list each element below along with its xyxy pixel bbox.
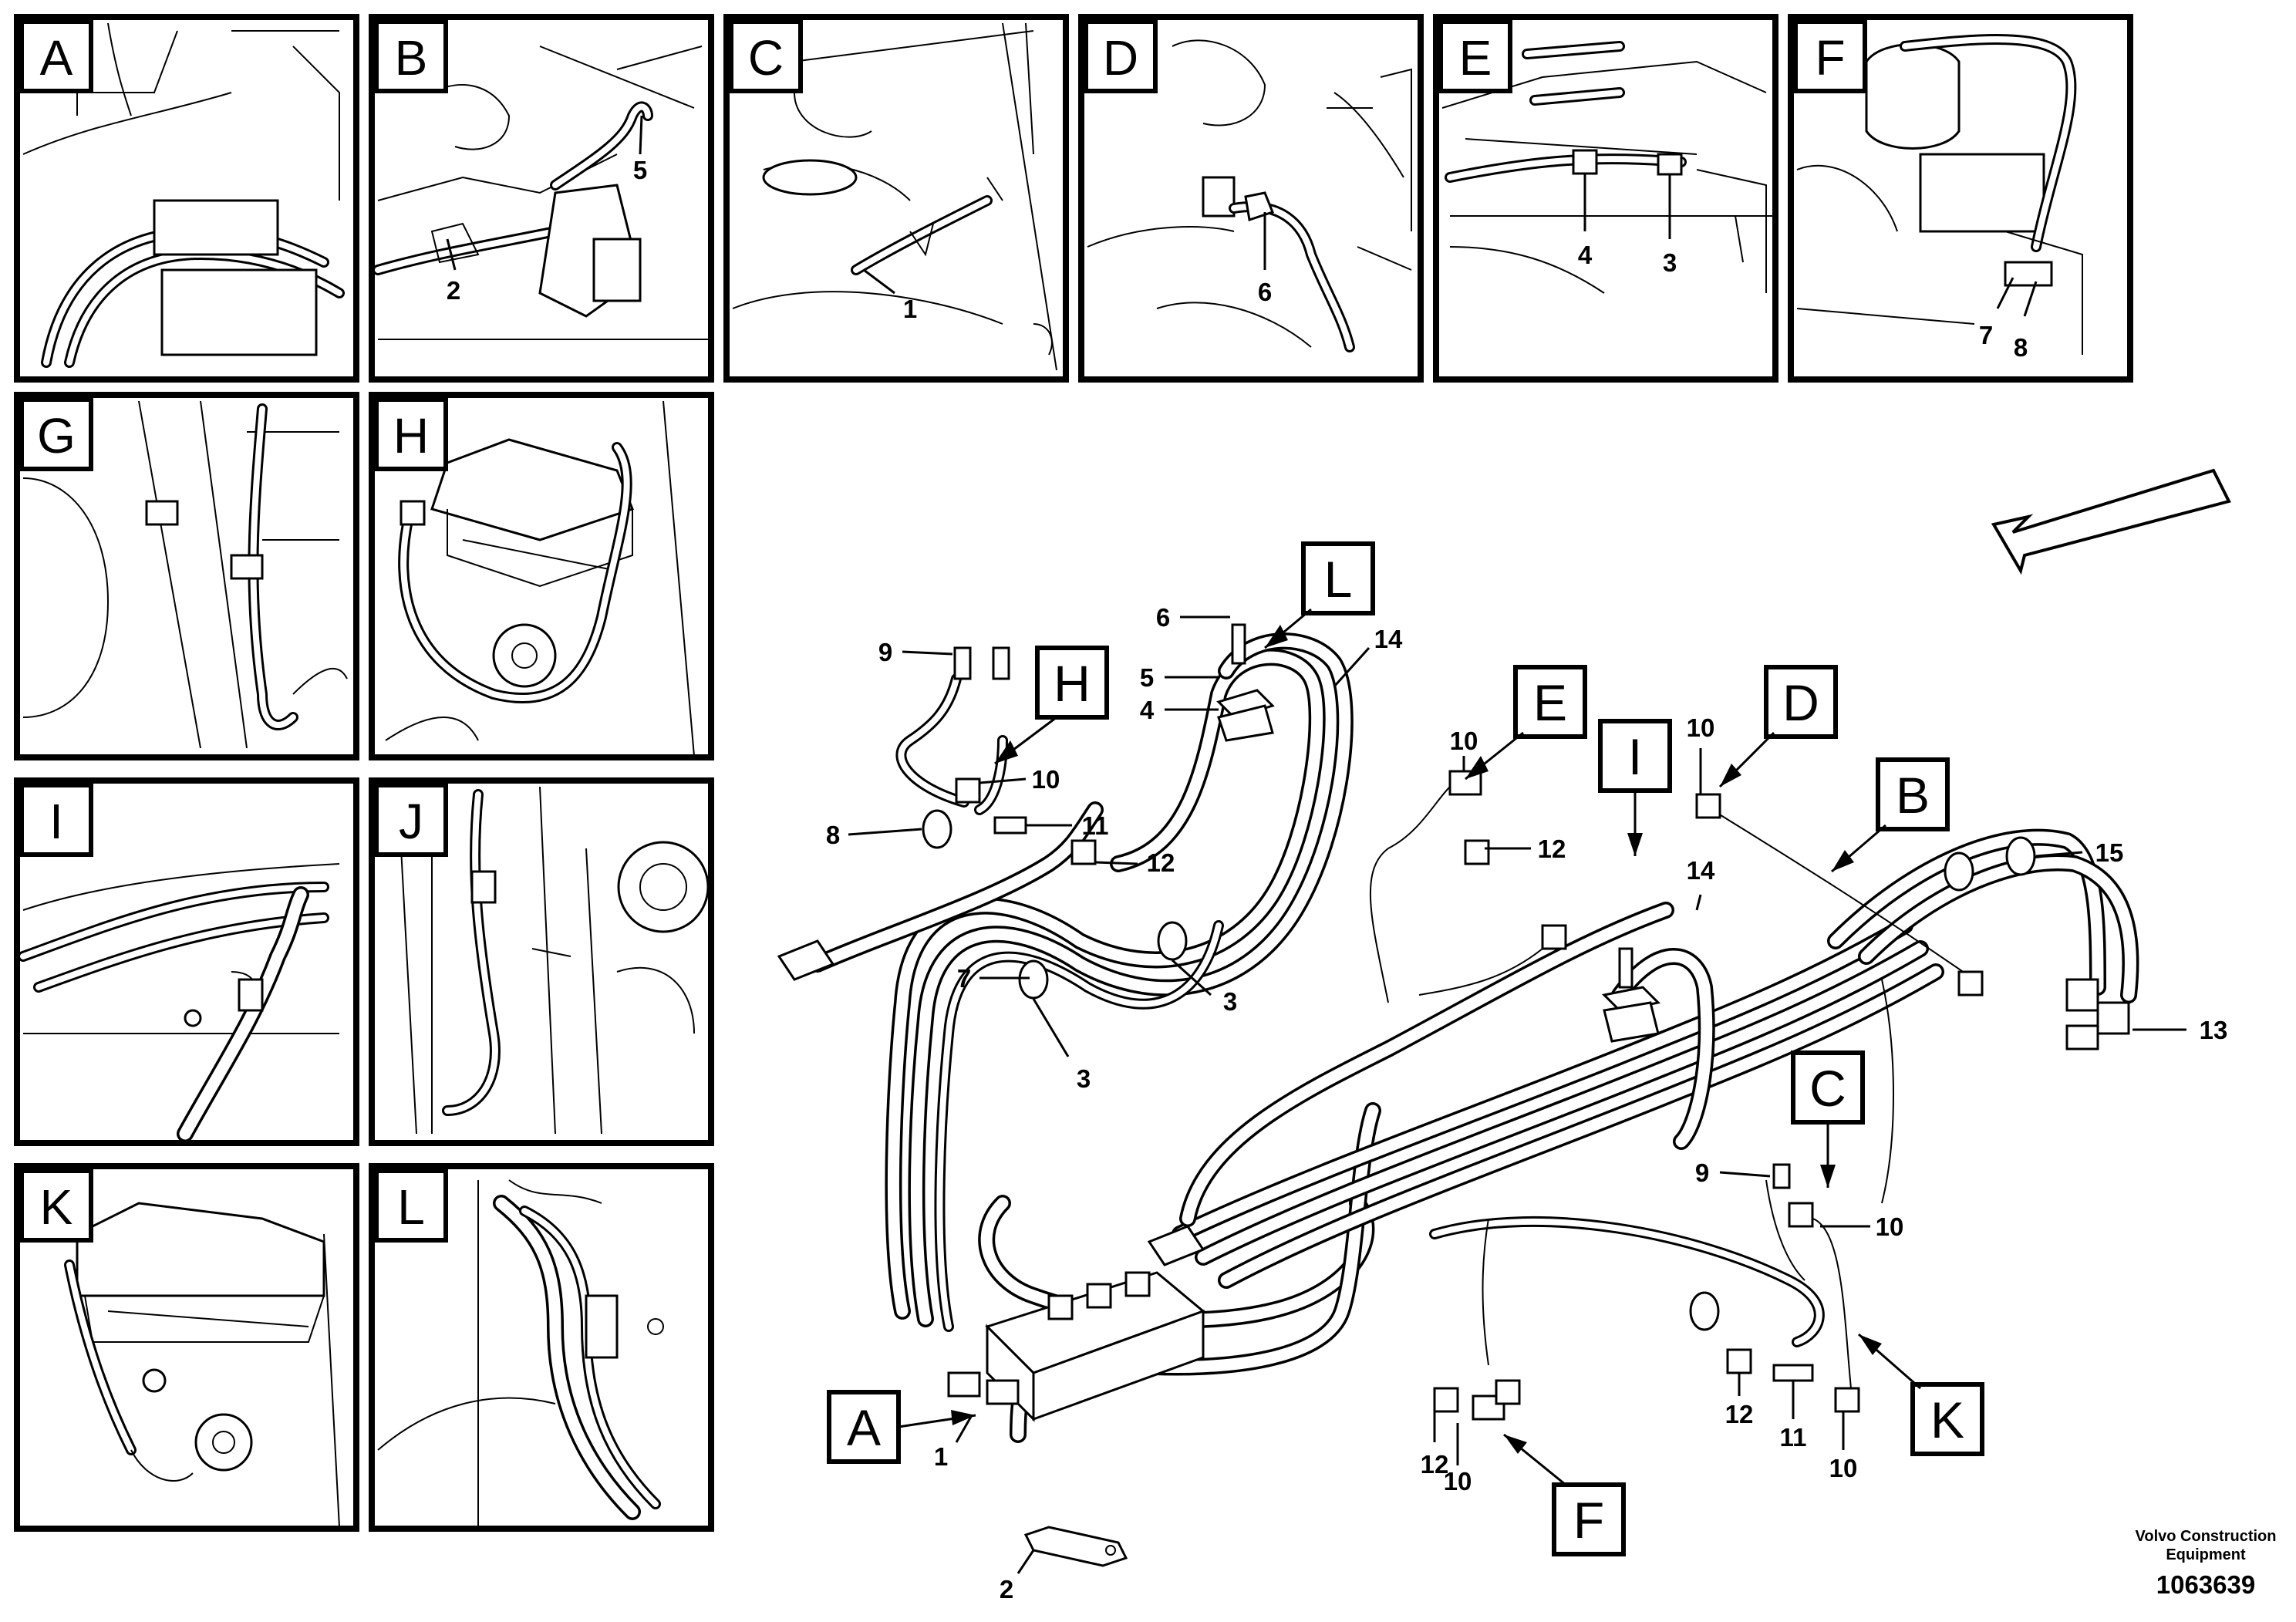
ref-letter: H <box>1054 655 1091 712</box>
part-number: 12 <box>1725 1400 1754 1428</box>
panel-letter: H <box>393 408 429 464</box>
direction-arrow-icon <box>1991 468 2231 575</box>
ref-letter: D <box>1782 674 1819 731</box>
panel-letter: G <box>37 408 76 464</box>
callout-number: 5 <box>633 156 647 184</box>
panel-letter: C <box>748 30 784 86</box>
panel-letter: B <box>395 30 428 86</box>
ref-letter: K <box>1930 1391 1964 1448</box>
ref-letter: B <box>1896 767 1930 824</box>
ref-letter: E <box>1533 674 1567 731</box>
part-number: 3 <box>1077 1064 1091 1093</box>
detail-panel-c: C 1 <box>723 14 1069 383</box>
ref-letter: L <box>1324 551 1353 608</box>
part-number: 15 <box>2095 838 2124 867</box>
part-callouts: 1 2 3 3 4 5 6 7 8 9 9 10 10 10 <box>826 603 2228 1603</box>
part-number: 13 <box>2200 1016 2228 1044</box>
ref-letter: F <box>1573 1492 1604 1549</box>
part-number: 3 <box>1223 987 1237 1016</box>
panel-letter-box <box>19 19 93 93</box>
part-number: 12 <box>1538 835 1566 863</box>
part-number: 10 <box>1450 727 1478 755</box>
part-number: 2 <box>1000 1575 1013 1603</box>
part-number: 14 <box>1687 856 1715 885</box>
ref-letter: C <box>1809 1060 1846 1117</box>
part-number: 10 <box>1444 1467 1472 1496</box>
panel-letter: L <box>397 1179 425 1235</box>
footer: Volvo Construction Equipment 1063639 <box>2136 1528 2277 1599</box>
detail-panel-a: A <box>14 14 359 383</box>
part-number: 1 <box>934 1442 948 1471</box>
company-line-2: Equipment <box>2166 1546 2246 1563</box>
panel-letter: K <box>40 1179 73 1235</box>
panel-letter: F <box>1815 30 1845 86</box>
detail-panel-g: G <box>14 392 359 760</box>
part-number: 11 <box>1082 811 1109 840</box>
detail-panel-l: L <box>369 1163 714 1532</box>
ref-letter: I <box>1628 728 1642 785</box>
fittings <box>777 623 2130 1567</box>
callout-number: 1 <box>903 295 917 323</box>
ref-letter: A <box>847 1399 881 1456</box>
part-number: 6 <box>1156 603 1170 632</box>
callout-number: 8 <box>2014 333 2028 362</box>
panel-letter: D <box>1103 30 1138 86</box>
part-number: 10 <box>1687 713 1715 742</box>
part-number: 11 <box>1780 1423 1807 1452</box>
callout-number: 6 <box>1258 278 1272 306</box>
main-letter-refs: L H E I D B C A F <box>827 541 1984 1556</box>
part-number: 9 <box>1695 1158 1709 1187</box>
detail-panel-j: J <box>369 777 714 1146</box>
main-exploded-view: L H E I D B C A F <box>777 468 2231 1603</box>
panel-letter: J <box>399 794 423 849</box>
part-number: 12 <box>1421 1450 1449 1479</box>
part-number: 9 <box>878 638 892 666</box>
callout-number: 2 <box>447 276 460 305</box>
part-number: 14 <box>1374 625 1403 653</box>
part-number: 8 <box>826 821 840 849</box>
hose-bundle <box>809 632 2139 1443</box>
part-number: 4 <box>1140 696 1155 724</box>
detail-panel-i: I <box>14 777 359 1146</box>
part-number: 10 <box>1876 1212 1904 1241</box>
panel-letter: I <box>49 794 63 849</box>
detail-panel-h: H <box>369 392 714 760</box>
panel-letter: A <box>40 30 73 86</box>
detail-panel-e: E 4 3 <box>1433 14 1778 383</box>
detail-panel-d: D 6 <box>1078 14 1424 383</box>
part-number: 5 <box>1140 663 1154 692</box>
callout-number: 3 <box>1663 248 1677 277</box>
callout-number: 7 <box>1979 321 1993 349</box>
part-number: 12 <box>1147 848 1175 877</box>
detail-panel-f: F 7 8 <box>1788 14 2133 383</box>
callout-number: 4 <box>1578 241 1593 269</box>
detail-panel-b: B 5 2 <box>369 14 714 383</box>
panel-letter: E <box>1459 30 1492 86</box>
part-number: 10 <box>1829 1454 1858 1482</box>
detail-panel-k: K <box>14 1163 359 1532</box>
drawing-number: 1063639 <box>2156 1570 2255 1599</box>
part-number: 10 <box>1032 765 1060 794</box>
company-line-1: Volvo Construction <box>2136 1528 2277 1545</box>
part-number: 7 <box>957 964 971 993</box>
